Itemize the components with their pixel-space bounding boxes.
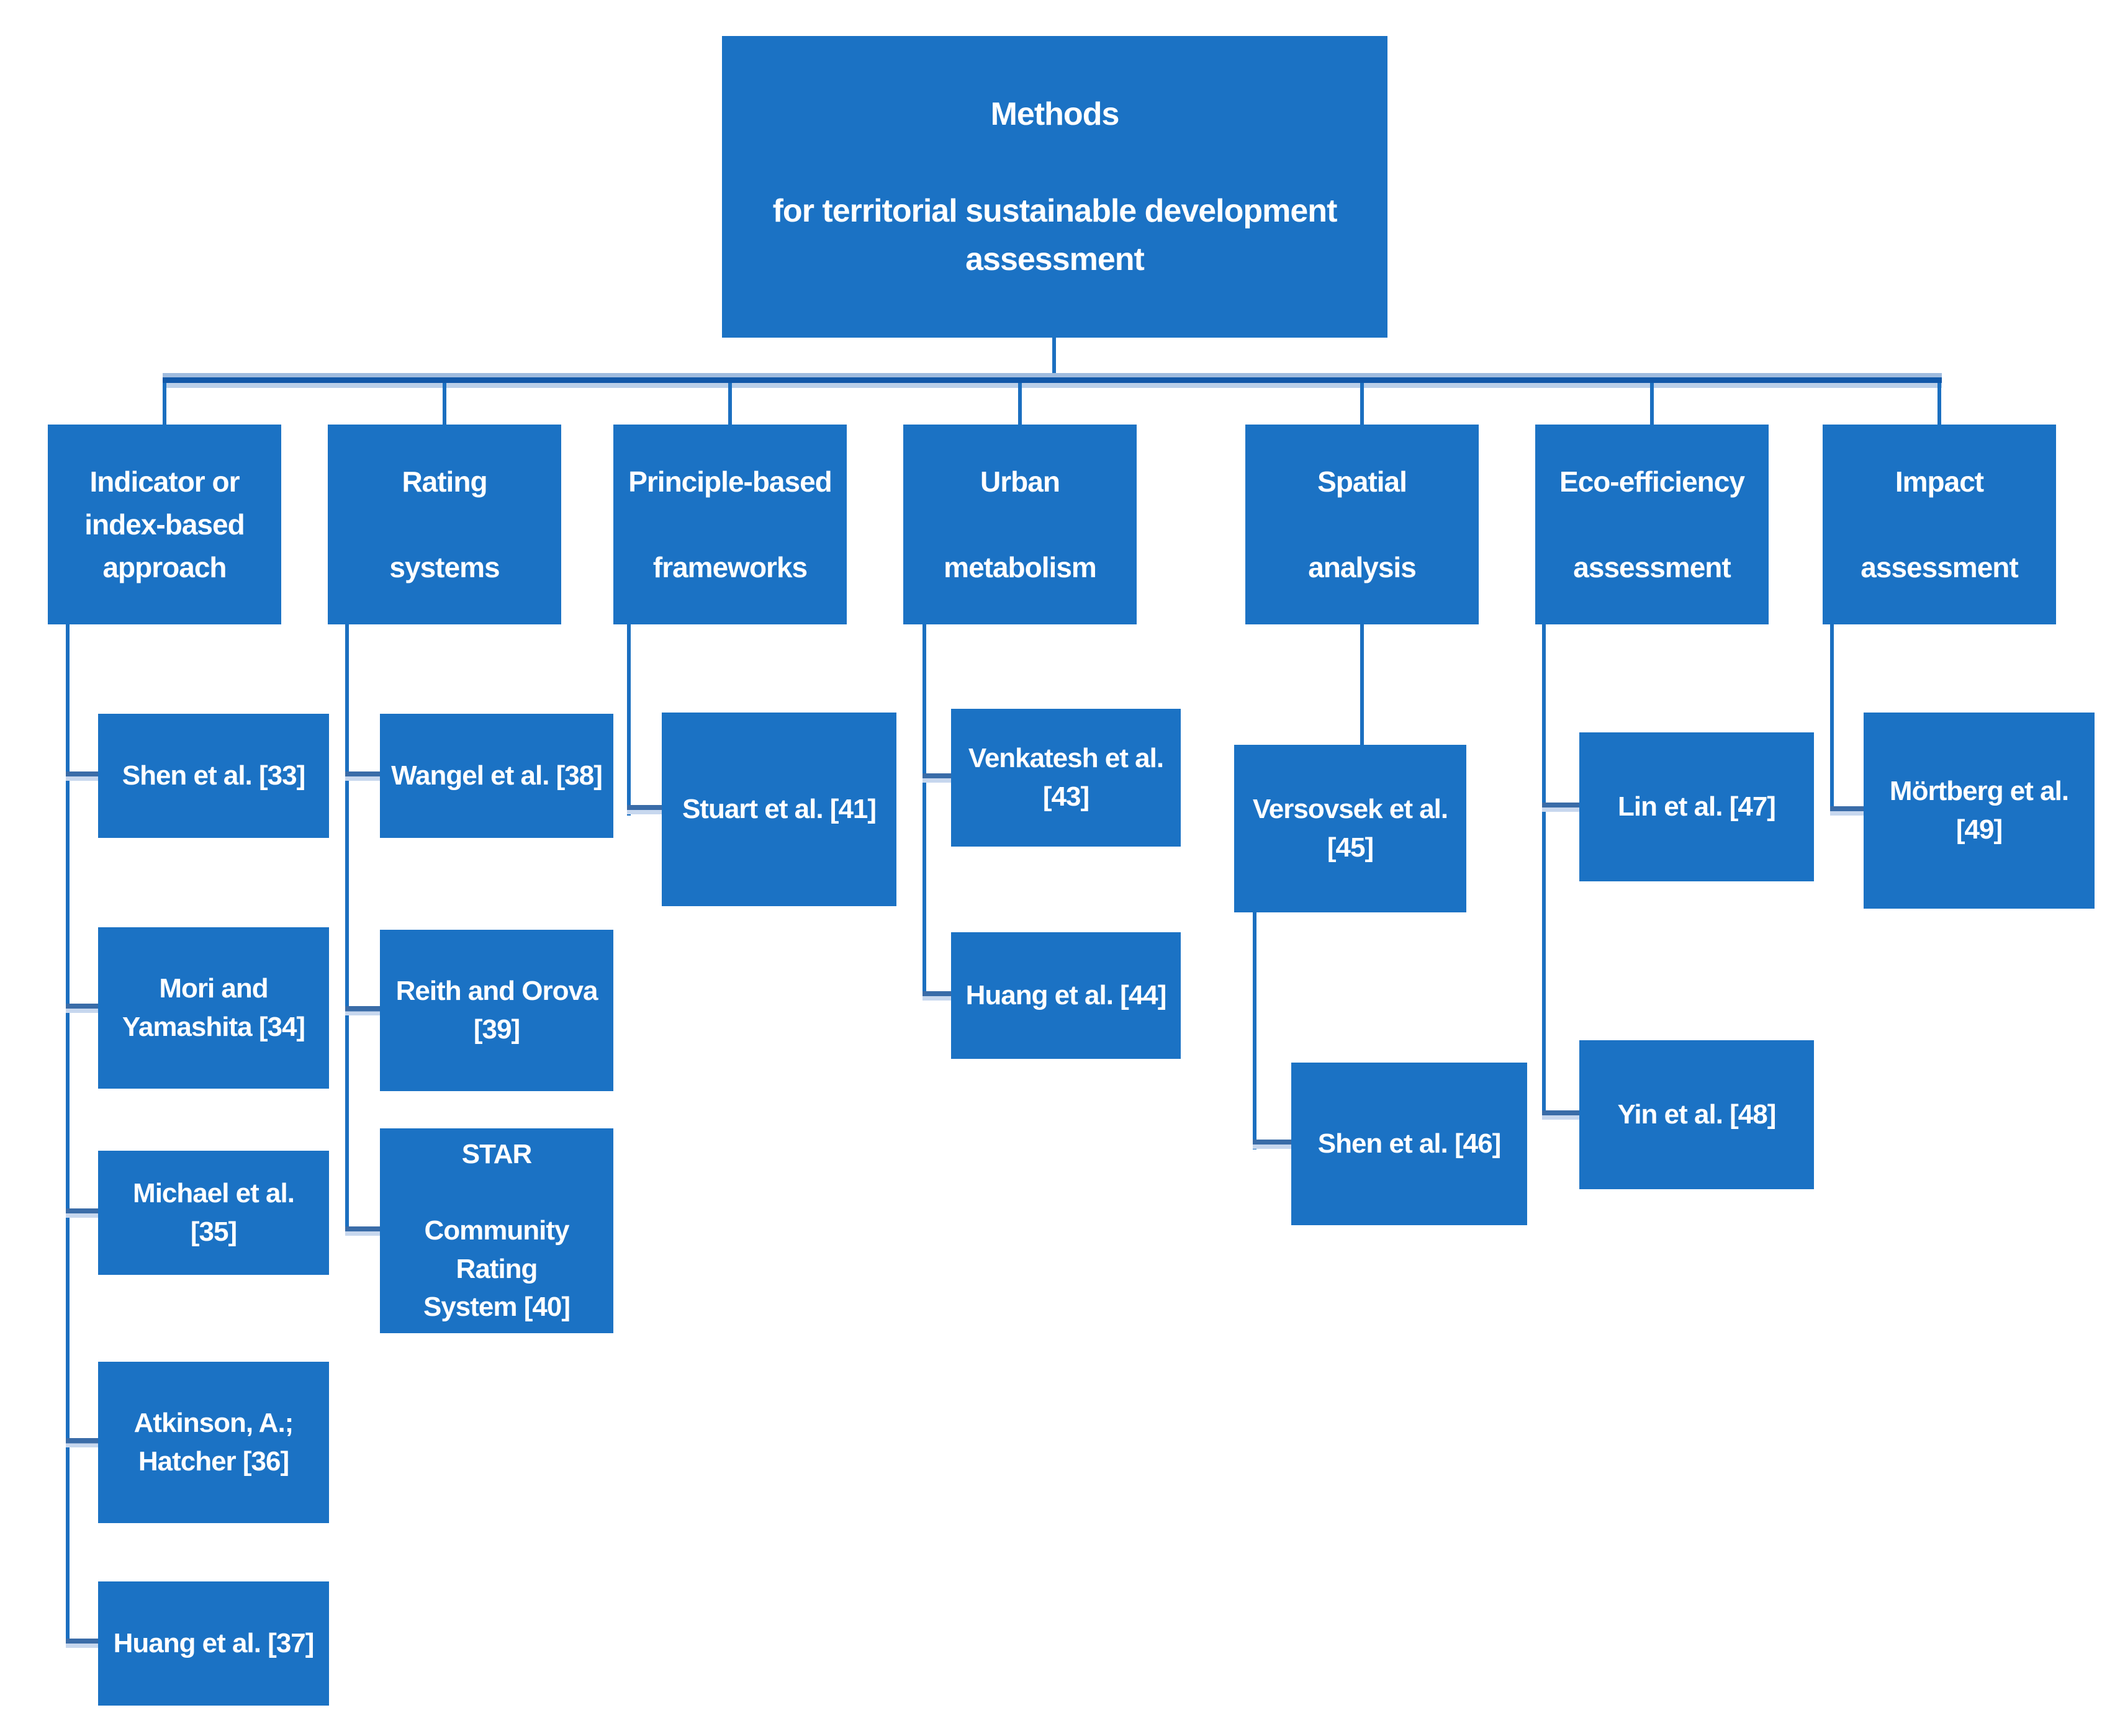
ref-stuart-41: Stuart et al. [41] [662,713,896,906]
connector-elbow-ref41 [627,805,662,814]
connector-trunk-3 [627,624,631,816]
ref-shen-46: Shen et al. [46] [1291,1063,1527,1225]
ref-mori-yamashita-34: Mori and Yamashita [34] [98,927,329,1089]
category-impact-assessment: Impact assessment [1823,425,2056,624]
connector-trunk-1 [66,624,70,1648]
connector-stub-ref43 [922,773,951,783]
connector-elbow-ref49 [1830,806,1864,816]
category-eco-efficiency-assessment: Eco-efficiency assessment [1535,425,1769,624]
connector-elbow-ref48 [1542,1110,1579,1120]
ref-versovsek-45: Versovsek et al. [45] [1234,745,1466,912]
connector-drop-6 [1650,383,1654,425]
connector-stub-ref39 [345,1006,380,1015]
connector-root-drop [1052,338,1056,380]
category-rating-systems: Rating systems [328,425,561,624]
connector-stub-ref34 [66,1004,98,1013]
root-node-methods: Methods for territorial sustainable deve… [722,36,1387,338]
connector-stub-ref33 [66,771,98,781]
ref-huang-44: Huang et al. [44] [951,932,1181,1059]
ref-shen-33: Shen et al. [33] [98,714,329,838]
ref-atkinson-hatcher-36: Atkinson, A.; Hatcher [36] [98,1362,329,1523]
category-indicator-index-based: Indicator or index-based approach [48,425,281,624]
connector-trunk-2 [345,624,349,1236]
connector-elbow-ref40 [345,1226,380,1236]
ref-wangel-38: Wangel et al. [38] [380,714,613,838]
connector-elbow-ref44 [922,991,951,1001]
connector-trunk-6 [1542,624,1546,1119]
ref-star-community-rating-40: STAR Community Rating System [40] [380,1128,613,1333]
connector-drop-7 [1937,383,1941,425]
connector-trunk-4 [922,624,926,1001]
connector-drop-ref45 [1360,624,1364,745]
ref-yin-48: Yin et al. [48] [1579,1040,1814,1189]
connector-stub-ref38 [345,771,380,781]
connector-subtrunk-5 [1253,912,1256,1149]
ref-reith-orova-39: Reith and Orova [39] [380,930,613,1091]
connector-drop-4 [1018,383,1022,425]
connector-drop-2 [443,383,446,425]
connector-elbow-ref46 [1253,1140,1291,1149]
ref-mortberg-49: Mörtberg et al. [49] [1864,713,2095,909]
connector-drop-5 [1360,383,1364,425]
connector-stub-ref47 [1542,803,1579,812]
connector-trunk-7 [1830,624,1834,814]
connector-drop-1 [163,383,166,425]
category-urban-metabolism: Urban metabolism [903,425,1137,624]
ref-huang-37: Huang et al. [37] [98,1581,329,1706]
category-spatial-analysis: Spatial analysis [1245,425,1479,624]
ref-michael-35: Michael et al. [35] [98,1151,329,1275]
ref-lin-47: Lin et al. [47] [1579,732,1814,881]
ref-venkatesh-43: Venkatesh et al. [43] [951,709,1181,847]
category-principle-based-frameworks: Principle-based frameworks [613,425,847,624]
connector-top-rail [163,377,1942,383]
connector-drop-3 [728,383,732,425]
connector-stub-ref35 [66,1208,98,1218]
connector-elbow-ref37 [66,1639,98,1648]
connector-stub-ref36 [66,1438,98,1447]
